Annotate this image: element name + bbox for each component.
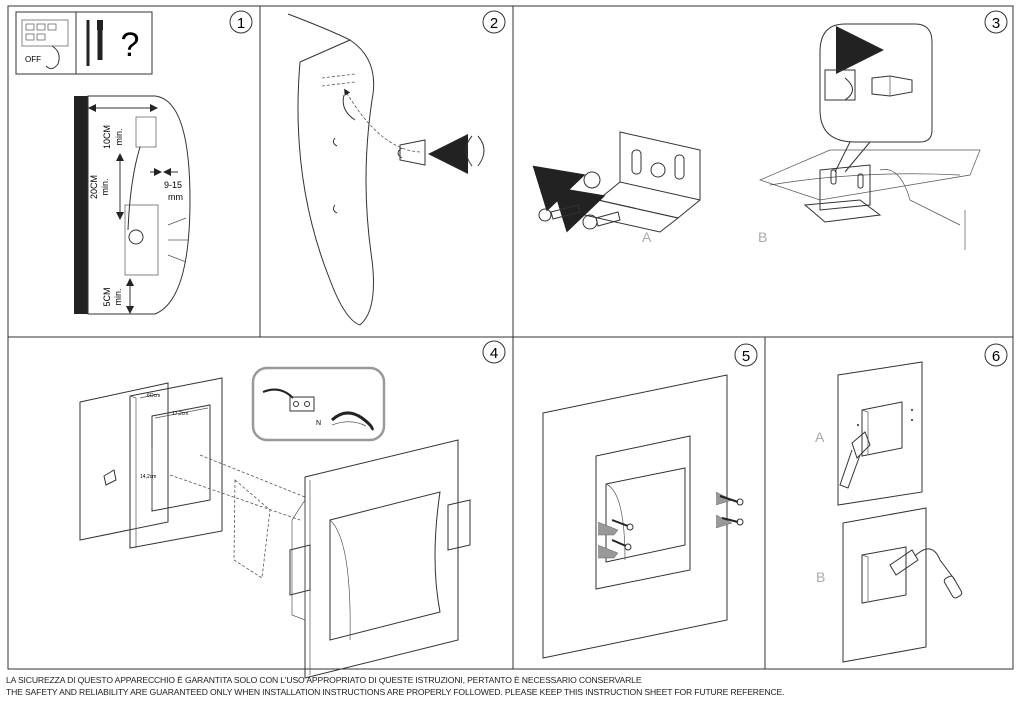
dim-height-label: 14,2cm	[140, 474, 156, 480]
detail-callout	[819, 23, 933, 173]
panel-1-power-off-tools: OFF ?	[15, 11, 153, 75]
step-number-3-label: 3	[992, 15, 1000, 32]
label-b: B	[758, 229, 767, 245]
step-number-1: 1	[229, 10, 253, 34]
panel-6-finishing: A B	[815, 361, 963, 663]
label-6b: B	[816, 569, 825, 585]
dim-width-label: 17,2cm	[172, 411, 188, 417]
step-number-5: 5	[734, 343, 758, 367]
dim-10cm-min: min.	[114, 128, 124, 145]
panel-5-fixing-screws	[542, 374, 744, 659]
dim-depth-label: 6Ocm	[147, 393, 160, 399]
dim-20cm-min: min.	[100, 178, 110, 195]
step-number-2-label: 2	[490, 15, 498, 32]
panel-2-wall-box-section	[287, 13, 485, 326]
panel-4-installation: 6Ocm 17,2cm 14,2cm N	[79, 366, 471, 679]
step-number-1-label: 1	[237, 15, 245, 32]
screws-left	[597, 519, 634, 559]
off-label: OFF	[25, 55, 41, 64]
neutral-label: N	[316, 420, 321, 427]
label-6a: A	[815, 429, 825, 445]
dim-5cm-min: min.	[113, 288, 123, 305]
cable-clip	[397, 139, 426, 166]
step-number-4-label: 4	[490, 345, 498, 362]
dim-20cm: 20CM	[89, 175, 99, 199]
screws-right	[715, 491, 744, 529]
screw-a1	[538, 204, 581, 222]
dim-10cm: 10CM	[102, 125, 112, 149]
footer-note-english: THE SAFETY AND RELIABILITY ARE GUARANTEE…	[6, 687, 785, 697]
panel-3-bracket-a: A	[532, 131, 701, 245]
spatula-icon	[839, 431, 871, 489]
step-number-5-label: 5	[742, 348, 750, 365]
paint-roller-icon	[889, 548, 963, 599]
panel-grid	[7, 5, 1014, 670]
panel-1-wall-clearance: 10CM min. 20CM min. 9-15 mm 5CM min.	[74, 95, 191, 315]
dim-5cm: 5CM	[102, 287, 112, 306]
step-number-6-label: 6	[992, 348, 1000, 365]
dim-depth-unit: mm	[168, 192, 183, 202]
label-a: A	[642, 229, 652, 245]
luminaire-body	[289, 439, 471, 679]
panel-3-bracket-b: B	[758, 23, 981, 250]
step-number-2: 2	[482, 10, 506, 34]
step-number-6: 6	[984, 343, 1008, 367]
question-mark: ?	[121, 26, 140, 64]
step-number-4: 4	[482, 340, 506, 364]
dim-depth: 9-15	[164, 180, 182, 190]
screwdriver-icon	[86, 20, 103, 66]
footer-note-italian: LA SICUREZZA DI QUESTO APPARECCHIO È GAR…	[6, 675, 642, 685]
step-number-3: 3	[984, 10, 1008, 34]
wiring-callout: N	[251, 366, 386, 442]
power-switch-icon: OFF	[21, 19, 69, 70]
screw-a2	[582, 211, 621, 230]
